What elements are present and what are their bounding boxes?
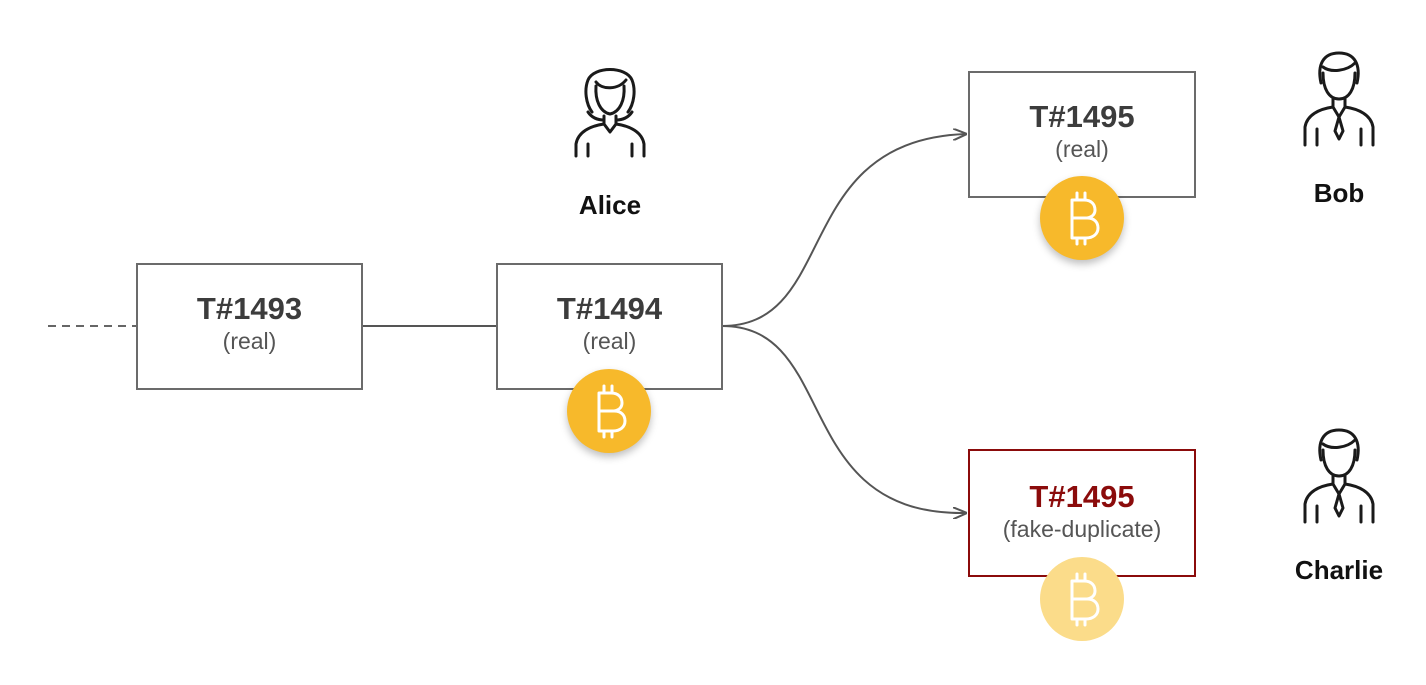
man-icon — [1303, 51, 1375, 147]
person-name-alice: Alice — [578, 190, 642, 220]
person-name-charlie: Charlie — [1294, 555, 1384, 585]
tx-status: (real) — [582, 328, 637, 354]
tx-box-1494: T#1494 (real) — [496, 263, 723, 390]
tx-box-1495-fake: T#1495 (fake-duplicate) — [968, 449, 1196, 577]
tx-box-1493: T#1493 (real) — [136, 263, 363, 390]
tx-status: (real) — [222, 328, 277, 354]
bitcoin-icon — [1040, 557, 1124, 641]
tx-id: T#1494 — [556, 291, 663, 326]
person-name-bob: Bob — [1313, 178, 1365, 208]
tx-status: (fake-duplicate) — [1002, 516, 1162, 542]
branch-to-fake-1495 — [721, 325, 966, 513]
woman-icon — [574, 68, 646, 158]
man-icon — [1303, 428, 1375, 524]
branch-to-real-1495 — [721, 134, 966, 327]
tx-id: T#1495 — [1029, 99, 1135, 134]
tx-id: T#1495 — [1029, 479, 1135, 514]
bitcoin-icon — [567, 369, 651, 453]
tx-status: (real) — [1055, 136, 1109, 162]
bitcoin-icon — [1040, 176, 1124, 260]
tx-id: T#1493 — [196, 291, 303, 326]
